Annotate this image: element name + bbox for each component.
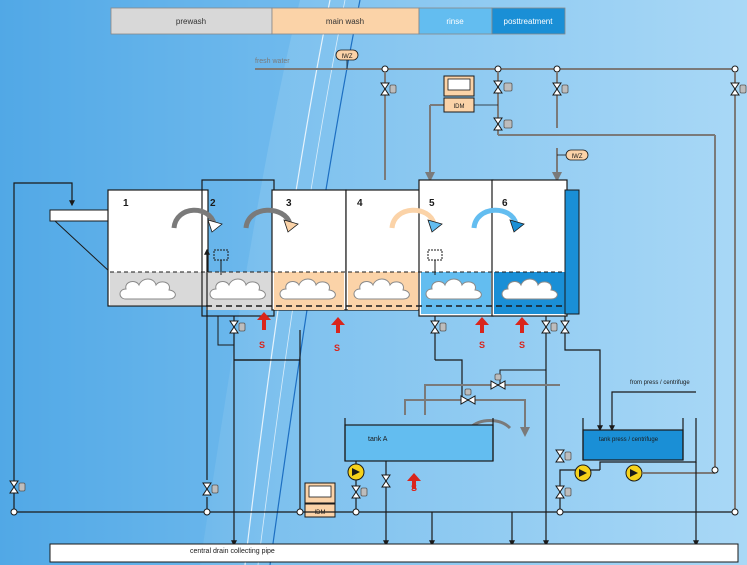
phase-main-wash-label: main wash: [326, 17, 364, 26]
fresh-water-line: fresh water IWZ IWZ: [255, 49, 739, 470]
fresh-valves: [380, 80, 747, 131]
phase-posttreatment: [491, 7, 566, 35]
valve-icon: [541, 320, 558, 334]
iwz-meter-right: [565, 149, 589, 161]
bottom-return-line: [10, 466, 739, 547]
phase-rinse-label: rinse: [446, 17, 464, 26]
phase-main-wash: [271, 7, 420, 35]
valve-icon: [202, 482, 219, 496]
steam-arrow: [257, 312, 271, 330]
tank-press-label: tank press / centrifuge: [599, 437, 659, 443]
tank-press: from press / centrifuge tank press / cen…: [509, 380, 715, 547]
transfer-arrow: [171, 207, 217, 229]
idm-label-bottom: IDM: [315, 510, 326, 516]
phase-bar: prewash main wash rinse posttreatment: [110, 7, 566, 35]
valve-icon: [460, 388, 476, 405]
idm-monitor-top: IDM: [443, 75, 498, 113]
idm-label-top: IDM: [454, 104, 465, 110]
compartment-4-number: 4: [357, 198, 363, 209]
under-tunnel: S S S S: [217, 312, 603, 547]
tank-a: tank A S: [344, 418, 494, 547]
compartment-3-number: 3: [286, 198, 292, 209]
tunnel-washer: 1 2 3 4 5 6: [49, 179, 580, 317]
central-drain: central drain collecting pipe: [49, 543, 739, 563]
valve-icon: [730, 82, 747, 96]
steam-arrow: [407, 473, 421, 489]
fresh-water-label: fresh water: [255, 58, 290, 65]
compartment-2-number: 2: [210, 198, 216, 209]
central-drain-pipe: [49, 543, 739, 563]
tank-a-label: tank A: [368, 436, 388, 443]
compartment-6-number: 6: [502, 198, 508, 209]
transfer-arrow: [389, 207, 437, 229]
valve-icon: [555, 449, 572, 463]
phase-posttreatment-label: posttreatment: [504, 17, 554, 26]
valve-icon: [493, 80, 513, 94]
valve-icon: [430, 320, 447, 334]
transfer-arrow: [243, 207, 293, 229]
from-press-label: from press / centrifuge: [630, 380, 690, 386]
steam-arrow: [515, 317, 529, 333]
compartment-1-number: 1: [123, 198, 129, 209]
valve-icon: [351, 485, 368, 499]
idm-monitor-bottom: IDM: [304, 482, 336, 518]
iwz-label-right: IWZ: [572, 154, 583, 160]
compartment-5-number: 5: [429, 198, 435, 209]
steam-arrow: [475, 317, 489, 333]
tank-a-manifold: [404, 373, 560, 437]
phase-prewash: [110, 7, 273, 35]
phase-rinse: [418, 7, 493, 35]
central-drain-label: central drain collecting pipe: [190, 548, 275, 555]
valve-icon: [490, 373, 506, 390]
steam-label: S: [479, 340, 485, 350]
phase-prewash-label: prewash: [176, 17, 206, 26]
steam-label: S: [334, 343, 340, 353]
steam-label: S: [411, 483, 417, 493]
steam-arrow: [331, 317, 345, 333]
valve-icon: [9, 480, 26, 494]
steam-label: S: [259, 340, 265, 350]
transfer-arrow: [471, 207, 519, 229]
infeed-chute: [49, 209, 109, 222]
steam-label: S: [519, 340, 525, 350]
valve-icon: [493, 117, 513, 131]
valve-icon: [552, 82, 569, 96]
valve-icon: [229, 320, 246, 334]
valve-icon: [555, 485, 572, 499]
iwz-label-top: IWZ: [342, 54, 353, 60]
valve-icon: [380, 82, 397, 96]
